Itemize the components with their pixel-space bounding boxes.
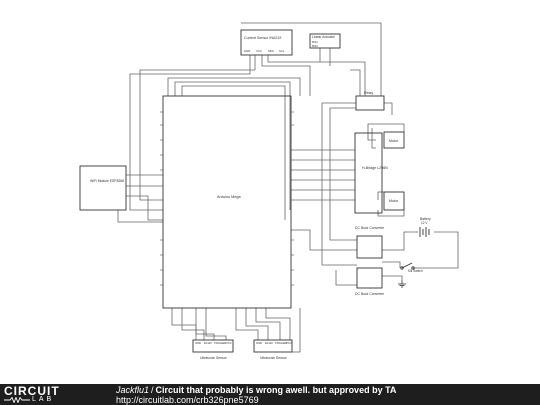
current-sensor-pin-gnd: GND — [244, 49, 250, 53]
circuit-url[interactable]: http://circuitlab.com/crb326pne5769 — [116, 395, 259, 405]
linear-actuator-pin-ms1: MS1 — [312, 40, 318, 44]
ultrasonic2-pin-vcc: VCC — [286, 341, 292, 345]
linear-actuator-box — [309, 33, 341, 49]
ground-symbol — [398, 280, 406, 288]
ultrasonic2-box — [253, 339, 293, 353]
footer-bar: CIRCUIT LAB Jackflu1/Circuit that probab… — [0, 384, 540, 405]
dcdc2-box — [356, 267, 383, 289]
current-sensor-pin-vcc: VCC — [256, 49, 262, 53]
component-labels: Current Sensor INA219 GND VCC SDA SCL Li… — [90, 35, 431, 360]
battery-title: Battery — [420, 217, 431, 221]
ultrasonic1-pin-vcc: VCC — [226, 341, 232, 345]
ultrasonic1-box — [192, 339, 234, 353]
title-separator: / — [151, 385, 154, 395]
logo-wordmark-top: CIRCUIT — [4, 384, 60, 398]
kill-switch-title: Kill Switch — [408, 269, 423, 273]
battery-value: 12 V — [421, 221, 428, 225]
schematic-canvas: Current Sensor INA219 GND VCC SDA SCL Li… — [79, 22, 459, 360]
ultrasonic1-pin-gnd: GND — [195, 341, 201, 345]
logo-wordmark-bottom: LAB — [32, 396, 55, 403]
circuitlab-logo[interactable]: CIRCUIT LAB — [4, 385, 94, 404]
arduino-pin-ticks — [160, 111, 294, 286]
ultrasonic1-pin-trigger: TRIGGER — [214, 341, 226, 345]
wires — [117, 22, 459, 353]
current-sensor-pin-sda: SDA — [268, 49, 274, 53]
dcdc1-box — [356, 235, 383, 259]
circuit-title: Circuit that probably is wrong awell. bu… — [155, 385, 397, 395]
dcdc2-title: DC Buck Converter — [355, 292, 385, 296]
linear-actuator-pin-ms2: MS2 — [312, 44, 318, 48]
current-sensor-pin-scl: SCL — [279, 49, 285, 53]
arduino-title: Arduino Mega — [217, 195, 242, 199]
ultrasonic2-title: Ultrasonic Sensor — [260, 356, 288, 360]
component-boxes — [79, 29, 405, 353]
hbridge-title: H-Bridge L298N — [362, 166, 388, 170]
motor2-title: Motor — [389, 199, 399, 203]
author-link[interactable]: Jackflu1 — [116, 385, 150, 395]
motor1-box — [383, 131, 405, 149]
ultrasonic1-title: Ultrasonic Sensor — [200, 356, 228, 360]
battery-symbol — [419, 227, 430, 237]
linear-actuator-title: Linear Actuator — [312, 35, 336, 39]
motor1-title: Motor — [389, 139, 399, 143]
motor2-box — [383, 191, 405, 211]
ultrasonic2-pin-echo: ECHO — [265, 341, 273, 345]
dcdc1-title: DC Buck Converter — [355, 226, 385, 230]
hbridge-box — [354, 132, 383, 214]
kill-switch-symbol — [400, 262, 415, 270]
ultrasonic1-pin-echo: ECHO — [204, 341, 212, 345]
relay-title: Relay — [364, 91, 373, 95]
arduino-box — [162, 95, 292, 309]
resistor-logo-icon — [4, 397, 30, 403]
current-sensor-title: Current Sensor INA219 — [244, 36, 281, 40]
relay-box — [355, 95, 385, 111]
circuit-info: Jackflu1/Circuit that probably is wrong … — [116, 385, 396, 395]
wifi-module-title: WiFi Module ESP8266 — [90, 179, 124, 183]
ultrasonic2-pin-trigger: TRIGGER — [275, 341, 287, 345]
current-sensor-box — [240, 29, 293, 56]
ultrasonic2-pin-gnd: GND — [256, 341, 262, 345]
wifi-module-box — [79, 165, 127, 211]
